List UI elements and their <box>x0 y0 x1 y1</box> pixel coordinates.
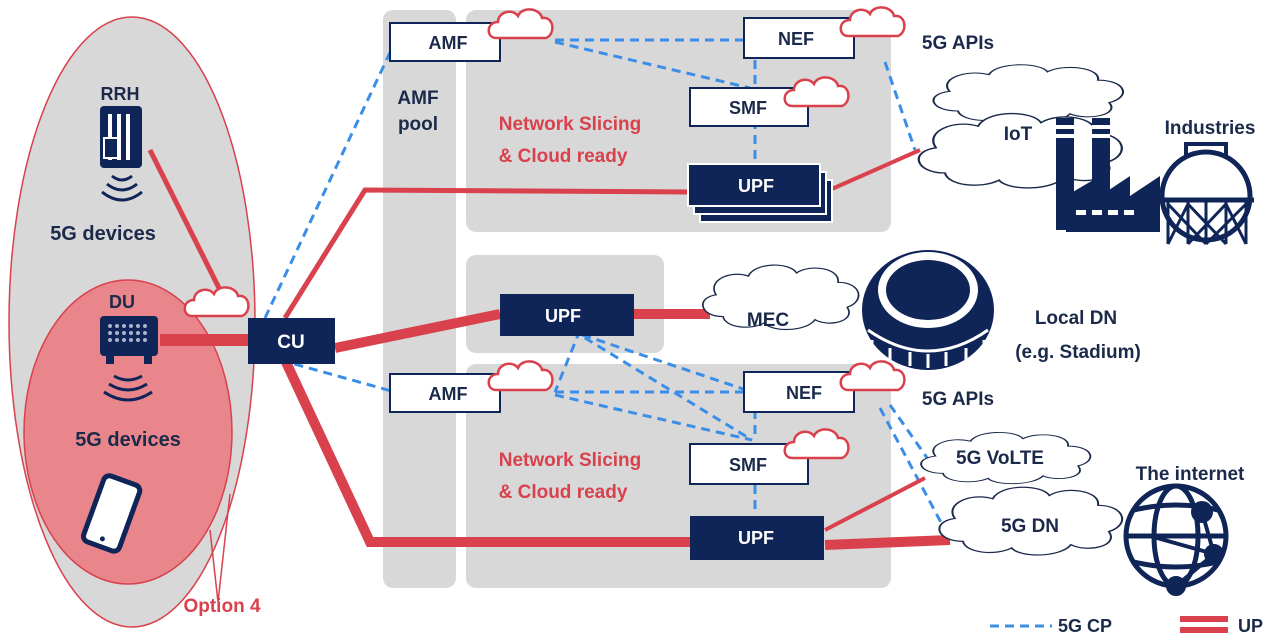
legend-up-swatch-2 <box>1180 627 1228 633</box>
legend-up-swatch <box>1180 616 1228 622</box>
legend-up-label: UP <box>1238 616 1263 636</box>
apis-top-label: 5G APIs <box>922 33 994 54</box>
amf-bottom-label: AMF <box>429 384 468 404</box>
nef-top-box <box>743 17 855 59</box>
factory-icon <box>1056 118 1160 232</box>
globe-icon <box>1123 483 1229 589</box>
cu-box <box>248 318 335 364</box>
upf-mid-label: UPF <box>545 306 581 326</box>
local-dn-label-2: (e.g. Stadium) <box>1015 342 1141 363</box>
slice-top-title-2: & Cloud ready <box>499 146 628 167</box>
up-lines <box>147 148 951 550</box>
amf-top-box <box>389 22 501 62</box>
amf-pool-label-2: pool <box>398 114 438 135</box>
option4-pointer <box>209 493 231 603</box>
stadium-icon <box>862 250 994 370</box>
du-label: DU <box>109 292 135 312</box>
smartphone-icon <box>80 473 143 554</box>
slice-top-title-1: Network Slicing <box>499 114 642 135</box>
gas-tank-icon <box>1159 142 1254 246</box>
upf-bottom-label: UPF <box>738 528 774 548</box>
cu-label: CU <box>277 332 304 353</box>
legend-cp-label: 5G CP <box>1058 616 1112 636</box>
nef-bottom-box <box>743 371 855 413</box>
iot-label: IoT <box>1004 124 1033 145</box>
amf-bottom-box <box>389 373 501 413</box>
volte-label: 5G VoLTE <box>956 448 1044 469</box>
devices-top-label: 5G devices <box>50 223 156 245</box>
smf-top-label: SMF <box>729 98 767 118</box>
industries-label: Industries <box>1165 118 1256 139</box>
smf-bottom-label: SMF <box>729 455 767 475</box>
amf-top-label: AMF <box>429 33 468 53</box>
mec-label: MEC <box>747 310 790 331</box>
nef-bottom-label: NEF <box>786 383 822 403</box>
upf-bottom-box <box>690 516 824 560</box>
amf-pool-label-1: AMF <box>397 88 438 109</box>
upf-mid-box <box>500 294 634 336</box>
nef-top-label: NEF <box>778 29 814 49</box>
slice-bottom-title-2: & Cloud ready <box>499 482 628 503</box>
devices-bottom-label: 5G devices <box>75 429 181 451</box>
amf-pool-panel <box>383 10 456 588</box>
internet-label: The internet <box>1136 464 1245 485</box>
option4-area <box>23 279 233 585</box>
upf-top-stack <box>687 163 833 223</box>
apis-bottom-label: 5G APIs <box>922 389 994 410</box>
dn-label: 5G DN <box>1001 516 1059 537</box>
upf-top-label: UPF <box>738 176 774 196</box>
rrh-icon <box>100 106 143 202</box>
option4-label: Option 4 <box>183 596 260 617</box>
slice-bottom-title-1: Network Slicing <box>499 450 642 471</box>
network-nodes-icon <box>1149 501 1224 596</box>
rrh-label: RRH <box>101 84 140 104</box>
du-icon <box>100 316 158 402</box>
cp-lines <box>165 38 947 531</box>
local-dn-label-1: Local DN <box>1035 308 1117 329</box>
